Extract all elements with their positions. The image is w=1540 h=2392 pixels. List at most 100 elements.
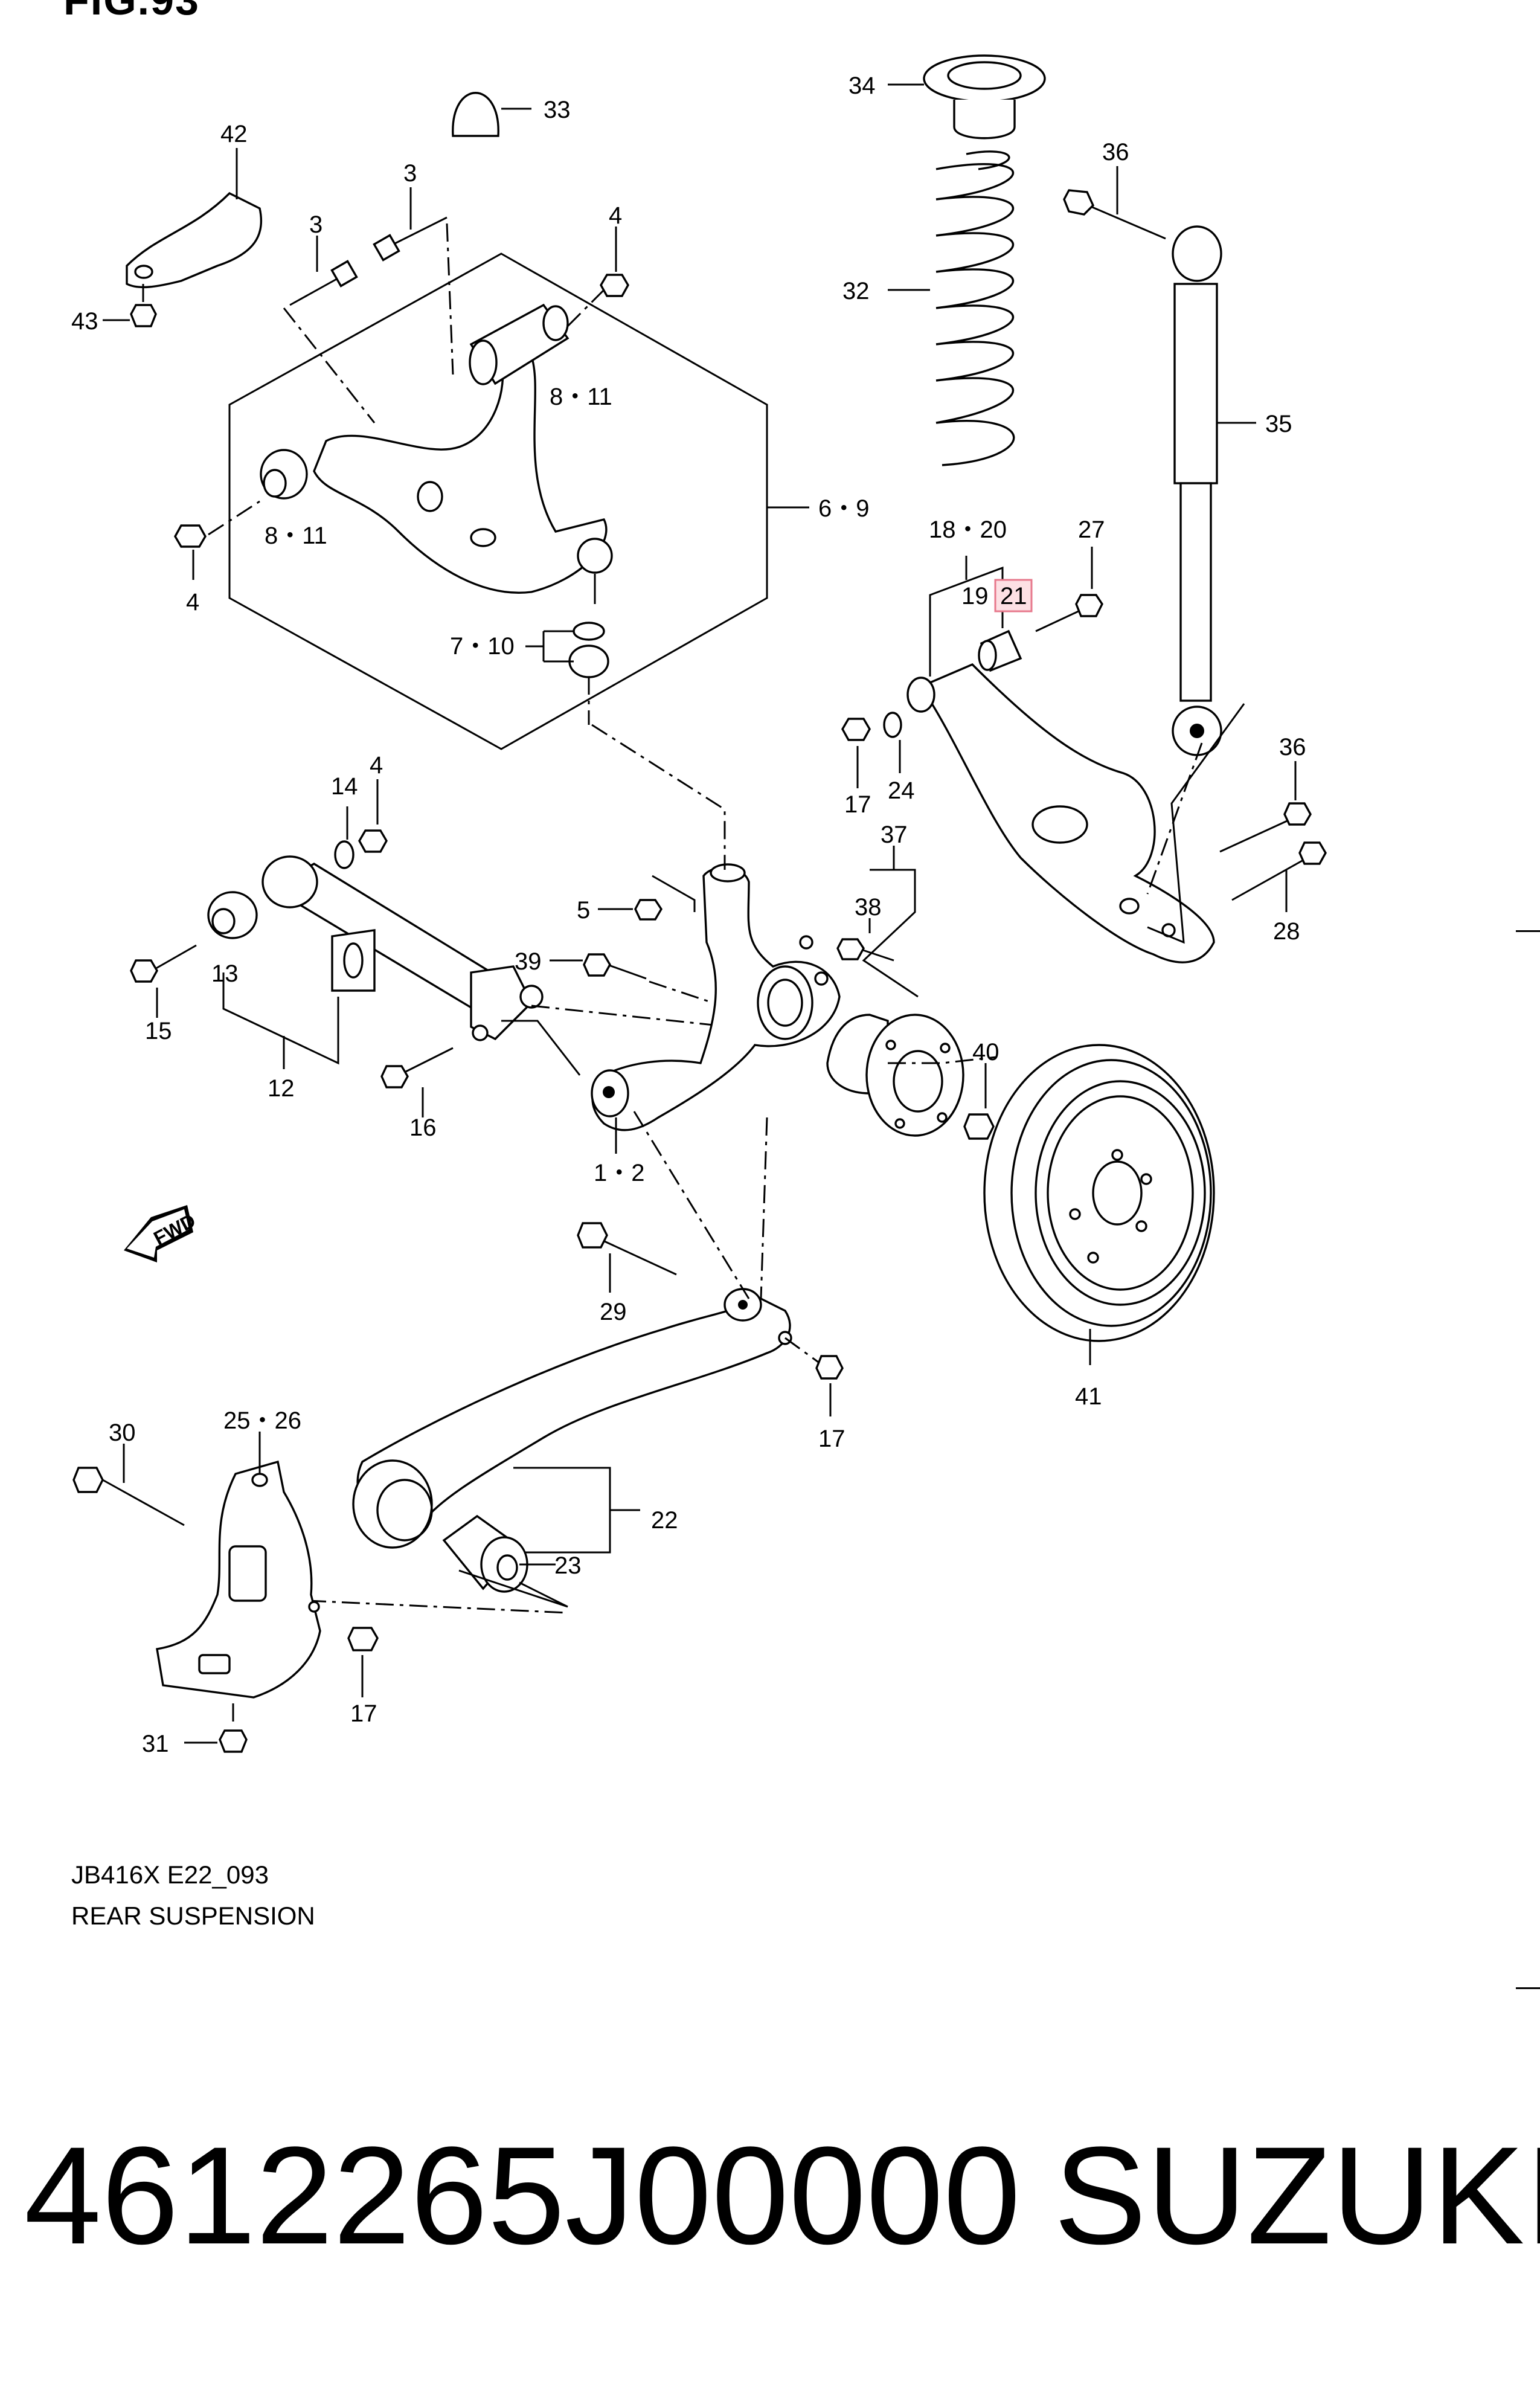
edge-mark-bottom	[1516, 1987, 1540, 1989]
callout-21-highlighted: 21	[1000, 583, 1027, 609]
callout-3-left: 3	[309, 211, 322, 238]
callout-4-top: 4	[609, 202, 622, 229]
callout-32: 32	[842, 278, 870, 304]
ball-joint	[577, 538, 613, 604]
bolt-3-right	[373, 216, 448, 262]
callout-4-mid: 4	[370, 752, 383, 779]
upper-arm-bushing-8-11-top	[469, 303, 569, 385]
bolt-3-left	[289, 260, 358, 306]
callout-30: 30	[109, 1419, 136, 1446]
bolt-36-lower	[1219, 802, 1312, 853]
callout-43: 43	[71, 308, 98, 335]
bolt-43	[130, 284, 157, 327]
callout-37: 37	[881, 821, 908, 848]
bolt-28	[1231, 841, 1327, 901]
callout-38: 38	[855, 894, 882, 921]
shock-absorber-35	[1172, 225, 1222, 756]
bolt-38	[836, 938, 894, 962]
callout-1-2: 1・2	[594, 1160, 645, 1186]
callout-3-right: 3	[403, 160, 417, 187]
callout-24: 24	[888, 777, 915, 804]
product-caption-area	[0, 1993, 1540, 2392]
callout-27: 27	[1078, 516, 1105, 543]
nut-4-left	[174, 524, 207, 548]
washer-14	[334, 840, 355, 869]
bolt-31	[219, 1697, 248, 1753]
bushing-23	[442, 1514, 528, 1593]
callout-14: 14	[331, 773, 358, 800]
brand-name: SUZUKI	[1054, 2118, 1540, 2273]
highlight-box-21	[994, 579, 1033, 612]
callout-35: 35	[1265, 411, 1292, 437]
callout-23: 23	[554, 1552, 582, 1579]
callout-8-11-top: 8・11	[550, 384, 612, 410]
callout-5: 5	[577, 897, 590, 924]
callout-labels: 34 33 42 3 3 4 36 43 32 8・11 35 8・11 6・9…	[71, 72, 1306, 1757]
callout-33: 33	[544, 97, 571, 123]
bolt-29	[577, 1222, 677, 1276]
bracket-42	[126, 191, 263, 289]
ball-joint-boot	[568, 645, 609, 678]
bolt-39	[583, 953, 647, 980]
exploded-parts-diagram: FWD	[71, 54, 1327, 1757]
fwd-arrow-icon: FWD	[124, 1205, 199, 1262]
callout-36-lower: 36	[1279, 734, 1306, 760]
callout-36-top: 36	[1102, 139, 1129, 166]
trailing-arm-22	[352, 1288, 792, 1549]
callout-29: 29	[600, 1299, 627, 1325]
hub-37	[826, 1014, 964, 1137]
nut-4-mid	[358, 829, 388, 853]
callout-25-26: 25・26	[223, 1407, 301, 1434]
spring-seat-34	[923, 54, 1046, 140]
upper-arm-bushing-8-11-left	[260, 449, 308, 500]
callout-16: 16	[409, 1114, 437, 1141]
callout-12: 12	[268, 1075, 295, 1102]
bolt-15	[130, 944, 197, 983]
callout-17-right: 17	[844, 791, 871, 818]
coil-spring-32	[935, 150, 1015, 466]
callout-39: 39	[515, 948, 542, 975]
callout-8-11-left: 8・11	[265, 522, 327, 549]
cap-33	[452, 92, 499, 137]
callout-28: 28	[1273, 918, 1300, 945]
upper-arm-group-box	[228, 252, 768, 750]
knuckle-1-2	[591, 863, 841, 1131]
callout-7-10: 7・10	[450, 633, 515, 660]
callout-31: 31	[142, 1731, 169, 1757]
nut-17-mid	[815, 1355, 844, 1380]
callout-40: 40	[972, 1039, 999, 1066]
callout-18-20: 18・20	[929, 516, 1007, 543]
callout-15: 15	[145, 1018, 172, 1044]
bolt-36-top	[1063, 189, 1166, 240]
bolt-16	[380, 1047, 454, 1088]
callout-22: 22	[651, 1507, 678, 1534]
callout-42: 42	[220, 121, 248, 147]
bracket-25-26	[156, 1460, 321, 1699]
nut-4-top	[600, 274, 629, 297]
nut-17-bottom	[347, 1627, 379, 1651]
callout-34: 34	[849, 72, 876, 99]
bushing-19-21	[978, 629, 1022, 672]
callout-13: 13	[211, 960, 239, 987]
nut-40	[963, 1113, 995, 1140]
ball-joint-ring	[573, 622, 605, 641]
upper-control-arm	[313, 355, 608, 594]
callout-17-mid: 17	[818, 1426, 845, 1452]
diagram-name: REAR SUSPENSION	[71, 1902, 315, 1930]
washer-24	[883, 712, 902, 738]
bolt-27	[1035, 594, 1103, 632]
lower-arm-18-20	[906, 663, 1215, 963]
nut-17-right	[841, 718, 871, 741]
nut-5	[634, 899, 663, 921]
callout-6-9: 6・9	[818, 495, 870, 522]
callout-17-bottom: 17	[350, 1700, 377, 1727]
edge-mark-right	[1516, 930, 1540, 932]
part-number: 4612265J00000	[24, 2118, 1021, 2273]
lateral-rod-12	[261, 855, 544, 1041]
callout-41: 41	[1075, 1383, 1102, 1410]
diagram-code: JB416X E22_093	[71, 1860, 269, 1889]
figure-title: FIG.93	[63, 0, 200, 24]
brake-drum-41	[983, 1044, 1215, 1342]
bolt-30	[72, 1467, 185, 1526]
diagram-area: FIG.93	[63, 0, 1327, 1930]
